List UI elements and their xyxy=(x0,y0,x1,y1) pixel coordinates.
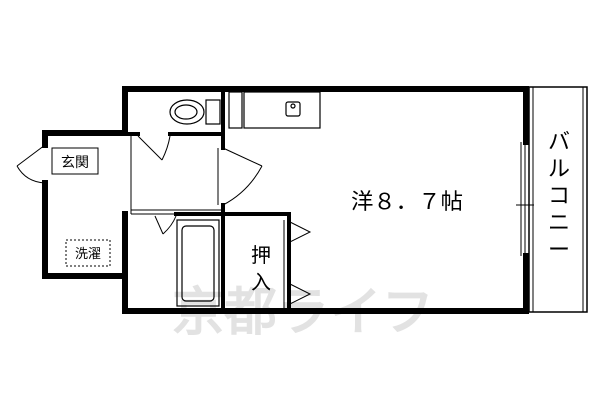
toilet-fixture xyxy=(169,99,221,125)
entrance-door xyxy=(16,144,46,184)
closet-doors xyxy=(289,221,312,305)
closet-label: 押入 xyxy=(251,243,271,294)
interior-walls xyxy=(123,87,291,313)
laundry-label-box: 洗濯 xyxy=(65,239,111,267)
room-door xyxy=(222,147,263,206)
window xyxy=(516,142,534,256)
main-room-label: 洋８．７帖 xyxy=(351,190,463,215)
entrance-label: 玄関 xyxy=(61,154,89,171)
kitchen-counter xyxy=(228,91,321,129)
thin-walls xyxy=(130,134,285,311)
entrance-label-box: 玄関 xyxy=(51,147,99,175)
laundry-label: 洗濯 xyxy=(75,247,101,262)
balcony-label: バルコニー xyxy=(548,130,570,263)
toilet-door xyxy=(137,135,171,161)
bathtub xyxy=(176,219,220,307)
outer-walls xyxy=(42,86,529,314)
bath-door xyxy=(154,215,177,235)
